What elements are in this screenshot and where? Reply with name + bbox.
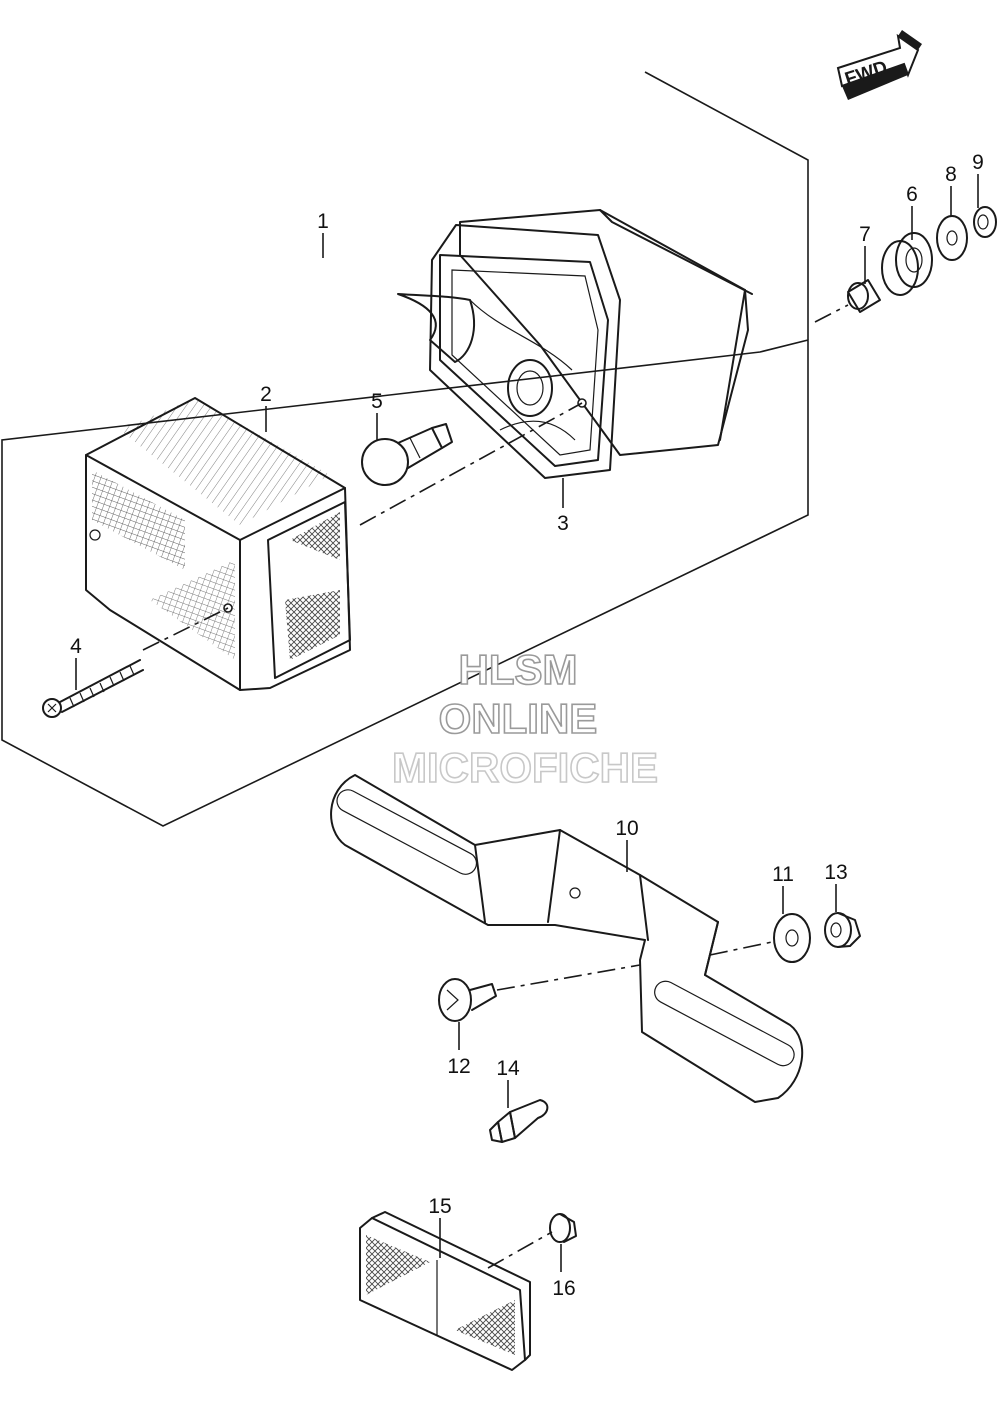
- watermark: HLSM ONLINE MICROFICHE: [391, 645, 659, 792]
- washer: [773, 913, 811, 963]
- reflector: [359, 1211, 531, 1371]
- long-screw: [42, 659, 144, 718]
- callout-2: 2: [260, 383, 272, 406]
- cushion: [881, 232, 933, 296]
- callout-4: 4: [70, 635, 82, 658]
- bulb: [361, 423, 453, 486]
- callout-12: 12: [447, 1055, 470, 1078]
- clip: [489, 1099, 549, 1143]
- assembly-outline: [1, 71, 809, 827]
- collar: [847, 279, 881, 313]
- reflector-nut: [549, 1213, 577, 1243]
- callout-8: 8: [945, 163, 957, 186]
- nut: [824, 912, 861, 948]
- fwd-arrow-icon: FWD: [836, 30, 922, 100]
- callout-11: 11: [772, 863, 794, 886]
- callout-9: 9: [972, 151, 984, 174]
- assembly-center-lines: [142, 304, 849, 1269]
- callout-5: 5: [371, 390, 383, 413]
- callout-1: 1: [317, 210, 329, 233]
- lamp-housing: [397, 209, 753, 479]
- washer-small: [936, 215, 968, 261]
- watermark-line-2: ONLINE: [439, 695, 598, 742]
- callout-labels: 1 2 3 4 5 6 7 8 9 10 11 12 13 14 15 16: [70, 151, 984, 1300]
- callout-15: 15: [428, 1195, 451, 1218]
- callout-7: 7: [859, 223, 871, 246]
- callout-10: 10: [615, 817, 638, 840]
- callout-14: 14: [496, 1057, 520, 1080]
- lamp-lens: [85, 397, 351, 691]
- watermark-line-1: HLSM: [459, 646, 578, 693]
- leader-lines: [75, 174, 979, 1272]
- watermark-line-3: MICROFICHE: [392, 744, 658, 791]
- callout-13: 13: [824, 861, 847, 884]
- callout-16: 16: [552, 1277, 575, 1300]
- callout-3: 3: [557, 512, 569, 535]
- bolt: [438, 978, 497, 1022]
- callout-6: 6: [906, 183, 918, 206]
- lamp-bracket: [330, 774, 804, 1103]
- nut-small: [973, 206, 997, 238]
